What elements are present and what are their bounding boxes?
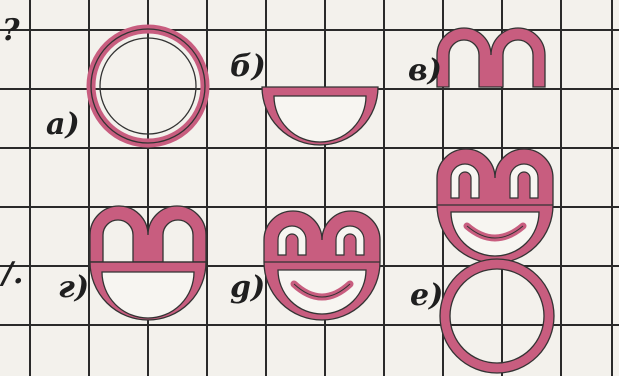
label-v: в) (408, 53, 442, 88)
label-d: g) (230, 270, 265, 305)
label-e: е) (410, 278, 443, 313)
label-g: г) (58, 270, 89, 305)
label-a: а) (46, 107, 80, 142)
edge-mark-mid: /. (0, 256, 23, 291)
label-b: б) (230, 49, 266, 84)
edge-mark-top: ? (2, 13, 20, 48)
